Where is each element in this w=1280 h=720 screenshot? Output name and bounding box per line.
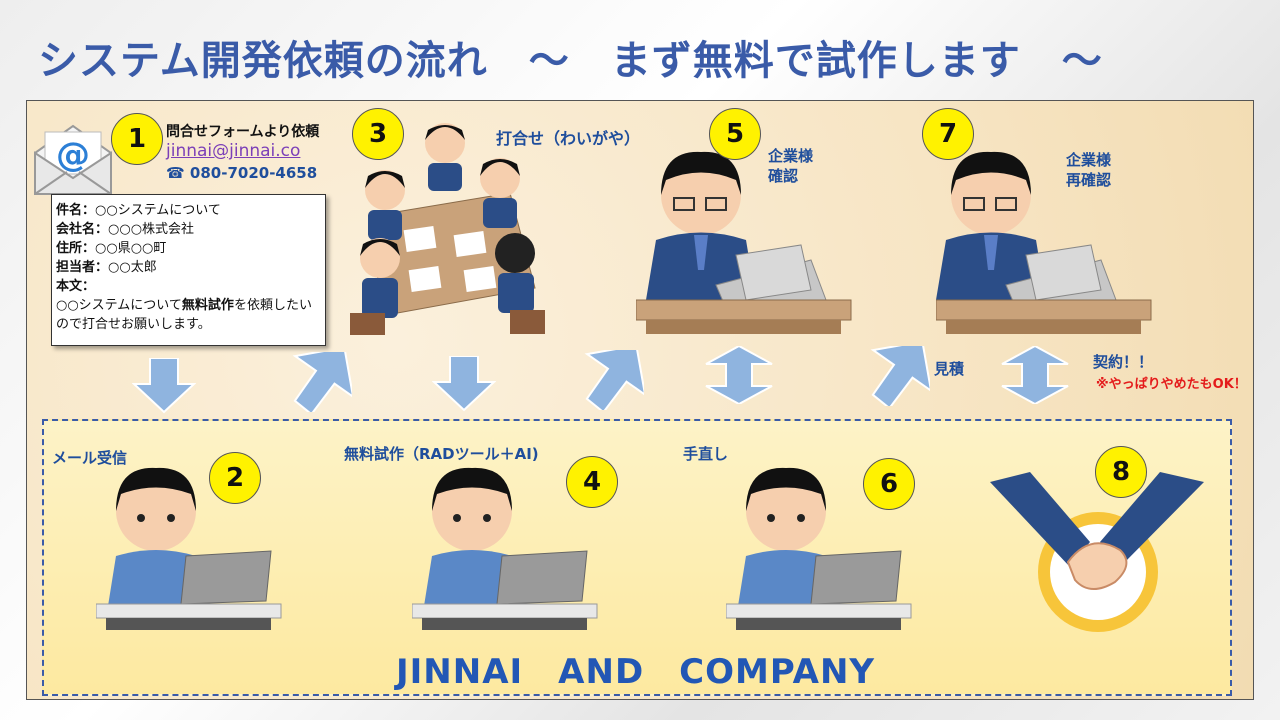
step-3-badge: 3 bbox=[352, 108, 404, 160]
inquiry-label: 問合せフォームより依頼 bbox=[166, 124, 320, 140]
company-name: JINNAI AND COMPANY bbox=[396, 652, 876, 692]
arrow-updown-2-icon bbox=[1001, 346, 1069, 404]
developer-2-illustration bbox=[96, 467, 282, 630]
step-1-badge: 1 bbox=[111, 113, 163, 165]
mail-line-address: 住所：○○県○○町 bbox=[56, 241, 167, 256]
step-7-badge: 7 bbox=[922, 108, 974, 160]
confirm-label: 企業様 確認 bbox=[768, 147, 814, 185]
meeting-illustration bbox=[350, 123, 545, 335]
prototype-label: 無料試作（RADツール＋AI) bbox=[344, 445, 539, 463]
step-5-badge: 5 bbox=[709, 108, 761, 160]
mail-sample: 件名：○○システムについて 会社名：○○○株式会社 住所：○○県○○町 担当者：… bbox=[51, 194, 326, 346]
mail-line-subject: 件名：○○システムについて bbox=[56, 203, 221, 218]
client-recheck-illustration bbox=[936, 151, 1152, 334]
estimate-label: 見積 bbox=[934, 360, 965, 378]
client-check-illustration bbox=[636, 151, 852, 334]
mail-line-person: 担当者：○○太郎 bbox=[56, 260, 157, 275]
mail-line-company: 会社名：○○○株式会社 bbox=[56, 222, 195, 237]
mail-receive-label: メール受信 bbox=[52, 449, 128, 467]
mail-line-body-label: 本文： bbox=[56, 279, 96, 294]
arrow-upright-1-icon bbox=[292, 352, 352, 412]
meeting-label: 打合せ（わいがや） bbox=[496, 129, 641, 148]
cancel-ok-note: ※やっぱりやめたもOK！ bbox=[1096, 377, 1247, 392]
page-title: システム開発依頼の流れ ～ まず無料で試作します ～ bbox=[38, 38, 1103, 84]
arrow-updown-1-icon bbox=[705, 346, 773, 404]
arrow-upright-3-icon bbox=[870, 346, 930, 406]
step-4-badge: 4 bbox=[566, 456, 618, 508]
developer-6-illustration bbox=[726, 467, 912, 630]
step-2-badge: 2 bbox=[209, 452, 261, 504]
phone-number: ☎ 080-7020-4658 bbox=[166, 164, 318, 182]
email-envelope-icon: @ bbox=[34, 124, 112, 195]
arrow-down-1-icon bbox=[132, 358, 196, 414]
arrow-down-2-icon bbox=[432, 356, 496, 412]
mail-body: ○○システムについて無料試作を依頼したいので打合せお願いします。 bbox=[56, 298, 312, 332]
handshake-icon bbox=[990, 472, 1204, 632]
fix-label: 手直し bbox=[683, 445, 729, 463]
reconfirm-label: 企業様 再確認 bbox=[1066, 151, 1112, 189]
email-link[interactable]: jinnai@jinnai.co bbox=[166, 141, 301, 161]
svg-text:@: @ bbox=[56, 135, 90, 175]
step-8-badge: 8 bbox=[1095, 446, 1147, 498]
contract-label: 契約！！ bbox=[1093, 353, 1154, 371]
step-6-badge: 6 bbox=[863, 458, 915, 510]
developer-4-illustration bbox=[412, 467, 598, 630]
arrow-upright-2-icon bbox=[584, 350, 644, 410]
